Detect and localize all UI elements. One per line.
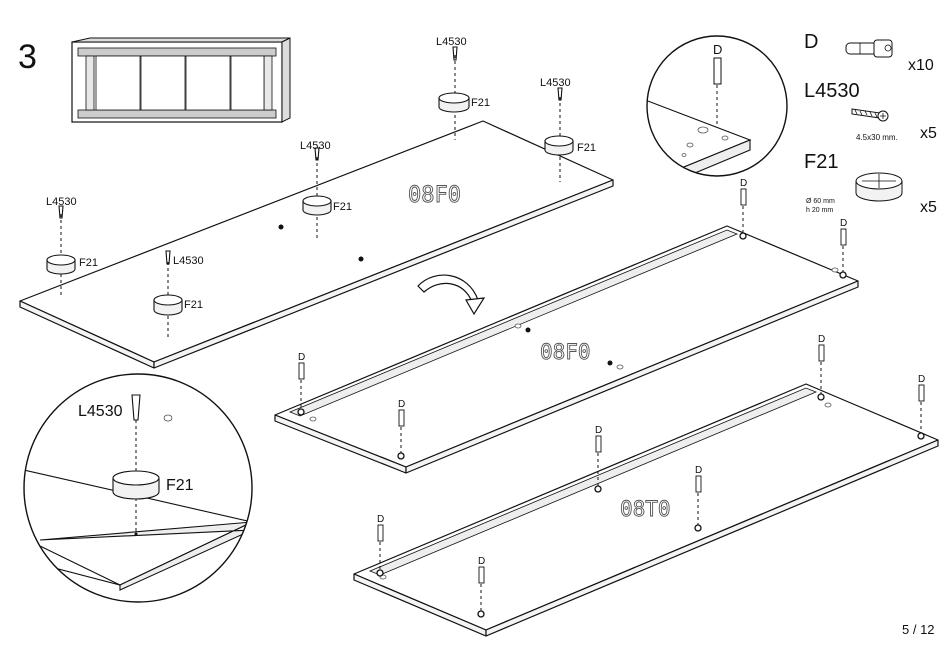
dowel-4: D [840,218,847,278]
part-quantity: x10 [908,57,934,74]
curved-rotate-arrow-icon [418,275,484,314]
foot-callout-label: F21 [333,201,352,213]
dowel-detail-magnifier: D [640,36,787,196]
screw-callout-label: L4530 [540,77,571,89]
screw-callout-label: L4530 [173,255,204,267]
screw-icon [132,395,140,420]
part-l4530: L4530 4.5x30 mm. x5 [804,80,937,142]
screw-icon [453,47,457,60]
parts-list: D x10 L4530 4.5x30 mm. x5 F21 [804,31,937,216]
svg-text:D: D [740,178,747,189]
svg-text:D: D [818,334,825,345]
svg-text:D: D [298,352,305,363]
dowel-3: D [740,178,747,239]
foot-callout-label: F21 [471,97,490,109]
foot-callout-label: F21 [79,257,98,269]
cabinet-thumbnail-icon [72,38,290,122]
screw-callout-label: L4530 [46,196,77,208]
svg-text:D: D [377,514,384,525]
detail-foot-label: F21 [166,477,194,494]
middle-panel-code: 08F0 [540,340,591,364]
part-f21: F21 Ø 60 mm h 20 mm x5 [804,151,937,216]
svg-text:D: D [478,556,485,567]
dowel-10: D [918,374,925,439]
part-code: D [804,31,818,53]
screw-callout-label: L4530 [436,36,467,48]
part-code: L4530 [804,80,860,102]
svg-text:D: D [398,399,405,410]
screw-icon [852,109,888,121]
svg-text:D: D [918,374,925,385]
foot-detail-magnifier: L4530 F21 [24,374,252,602]
svg-text:D: D [713,42,722,57]
screw-callout-label: L4530 [300,140,331,152]
svg-text:D: D [595,425,602,436]
part-d: D x10 [804,31,934,74]
round-foot-icon [856,173,902,201]
detail-screw-label: L4530 [78,403,123,420]
part-description-line1: Ø 60 mm [806,198,835,205]
svg-text:D: D [840,218,847,229]
page-indicator: 5 / 12 [902,622,935,637]
foot-callout-label: F21 [184,299,203,311]
bottom-panel-code: 08T0 [620,497,671,521]
part-code: F21 [804,151,838,173]
wooden-dowel-icon [846,40,892,57]
foot-callout-label: F21 [577,142,596,154]
part-description-line2: h 20 mm [806,207,833,214]
part-quantity: x5 [920,125,937,142]
part-description: 4.5x30 mm. [856,133,898,142]
top-panel-code: 08F0 [408,183,461,208]
part-quantity: x5 [920,199,937,216]
step-number: 3 [18,38,37,76]
svg-text:D: D [695,465,702,476]
